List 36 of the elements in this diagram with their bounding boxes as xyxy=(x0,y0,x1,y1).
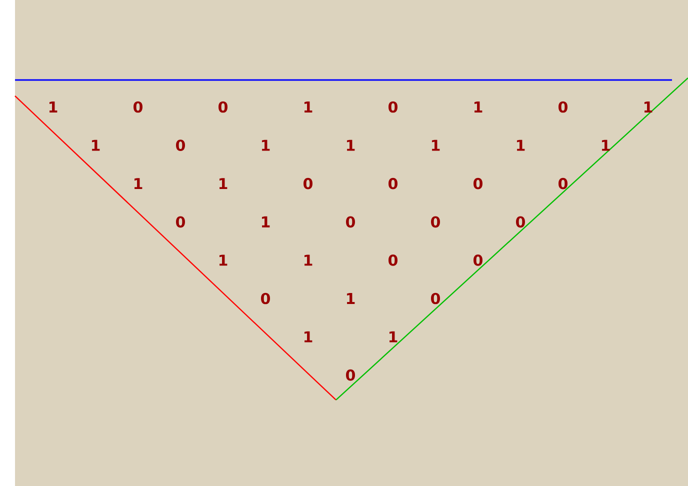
digit: 1 xyxy=(304,102,312,112)
digit: 0 xyxy=(431,292,440,304)
digit: 1 xyxy=(219,178,228,190)
digit: 0 xyxy=(474,178,482,190)
digit: 0 xyxy=(474,254,482,266)
digit: 1 xyxy=(134,178,142,190)
digit: 1 xyxy=(346,140,355,151)
digit: 0 xyxy=(218,101,228,113)
digit: 1 xyxy=(346,293,355,304)
digit: 1 xyxy=(389,331,398,342)
digit: 0 xyxy=(388,178,398,190)
digit: 1 xyxy=(92,140,100,151)
digit: 1 xyxy=(602,140,610,151)
digit: 1 xyxy=(644,102,652,112)
digit: 0 xyxy=(346,369,355,381)
digit: 0 xyxy=(346,216,355,228)
digit: 0 xyxy=(388,101,398,113)
digit: 1 xyxy=(474,102,482,112)
digit: 1 xyxy=(516,140,525,151)
digit: 1 xyxy=(262,140,270,151)
digit: 0 xyxy=(176,216,185,228)
digit: 0 xyxy=(558,178,568,190)
digit: 1 xyxy=(262,216,270,228)
digit: 1 xyxy=(432,140,440,151)
digit: 1 xyxy=(219,254,228,266)
digit: 0 xyxy=(304,178,312,190)
digit: 0 xyxy=(261,292,270,304)
digit: 1 xyxy=(49,102,58,112)
digit: 0 xyxy=(431,216,440,228)
digit: 1 xyxy=(304,331,312,342)
digit: 0 xyxy=(176,140,185,151)
digit: 0 xyxy=(558,101,568,113)
digit: 0 xyxy=(134,101,142,113)
digit: 0 xyxy=(516,216,525,228)
digit: 0 xyxy=(388,254,398,266)
digit: 1 xyxy=(304,254,312,266)
